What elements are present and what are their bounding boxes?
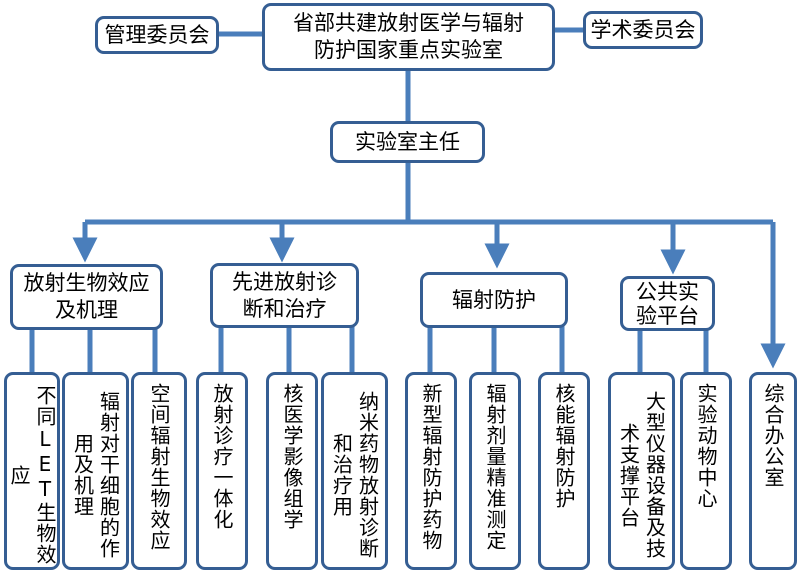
office-box: 综合办公室 [749,372,797,570]
b1-child-1-label: 不同LET生物效应 [7,385,57,565]
b2-child-3-label: 纳米药物放射诊断和治疗用 [329,391,380,559]
b1-child-3-label: 空间辐射生物效应 [147,383,171,551]
academic-committee-box: 学术委员会 [583,11,703,49]
top-lab-line-1: 省部共建放射医学与辐射 [293,11,524,35]
b3-child-2-label: 辐射剂量精准测定 [483,383,507,551]
b1-child-3-box: 空间辐射生物效应 [131,372,187,570]
branch-2-line-2: 断和治疗 [242,296,327,321]
b1-child-1-box: 不同LET生物效应 [4,372,60,570]
b3-child-1-label: 新型辐射防护药物 [419,383,443,551]
b3-child-2-box: 辐射剂量精准测定 [469,372,521,570]
director-label: 实验室主任 [355,129,460,154]
branch-3-box: 辐射防护 [420,272,568,328]
b2-child-2-box: 核医学影像组学 [266,372,318,570]
academic-committee-label: 学术委员会 [590,17,696,42]
top-lab-box: 省部共建放射医学与辐射 防护国家重点实验室 [262,3,555,71]
management-committee-box: 管理委员会 [95,16,219,54]
office-label: 综合办公室 [761,383,785,488]
branch-1-box: 放射生物效应 及机理 [10,264,163,330]
b4-child-1-label: 大型仪器设备及技术支撑平台 [616,391,667,559]
b2-child-2-label: 核医学影像组学 [280,383,304,530]
b1-child-2-box: 辐射对干细胞的作用及机理 [62,372,129,570]
branch-4-line-1: 公共实 [636,279,699,304]
branch-2-box: 先进放射诊 断和治疗 [210,263,359,328]
top-lab-line-2: 防护国家重点实验室 [314,38,503,62]
branch-4-line-2: 验平台 [636,303,699,328]
branch-4-box: 公共实 验平台 [620,276,715,331]
b4-child-2-label: 实验动物中心 [694,383,718,509]
b4-child-2-box: 实验动物中心 [680,372,732,570]
b2-child-1-box: 放射诊疗一体化 [196,372,248,570]
b1-child-2-label: 辐射对干细胞的作用及机理 [70,391,121,559]
b4-child-1-box: 大型仪器设备及技术支撑平台 [608,372,675,570]
b2-child-3-box: 纳米药物放射诊断和治疗用 [321,372,388,570]
management-committee-label: 管理委员会 [104,22,210,47]
b3-child-3-box: 核能辐射防护 [538,372,590,570]
branch-1-line-1: 放射生物效应 [23,271,150,295]
branch-3-line-1: 辐射防护 [452,287,536,312]
b3-child-3-label: 核能辐射防护 [552,383,576,509]
branch-1-line-2: 及机理 [55,298,118,322]
director-box: 实验室主任 [330,121,485,163]
b3-child-1-box: 新型辐射防护药物 [405,372,457,570]
branch-2-line-1: 先进放射诊 [232,269,337,294]
b2-child-1-label: 放射诊疗一体化 [210,383,234,530]
